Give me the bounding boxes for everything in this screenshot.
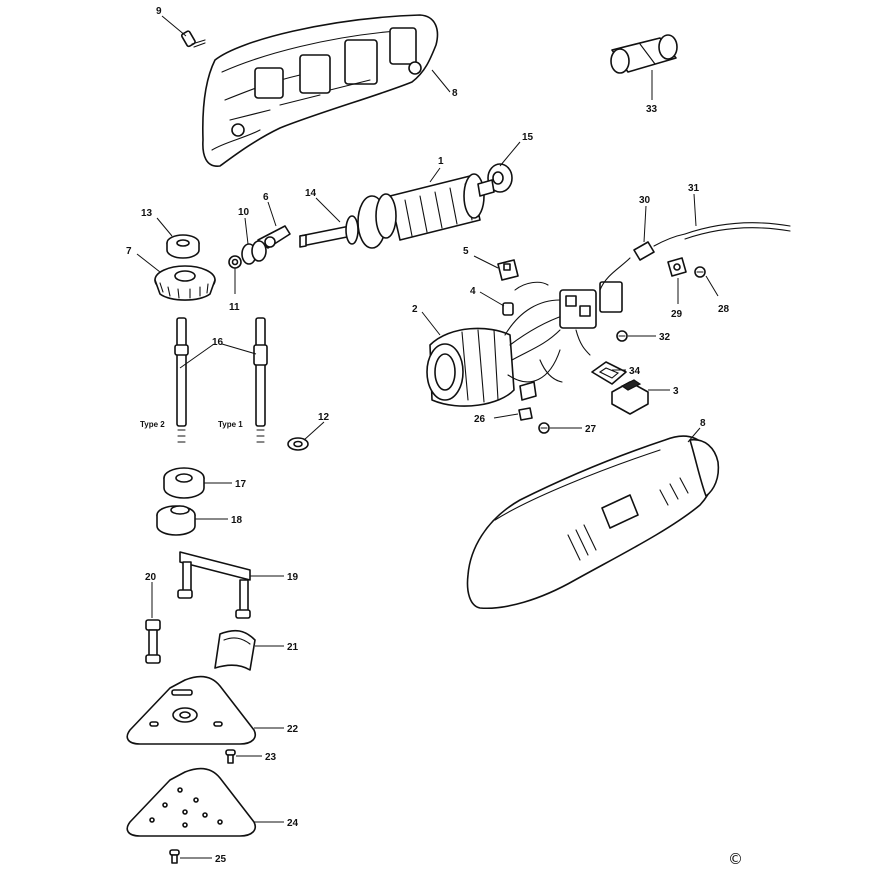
- part-22-pad: [126, 675, 256, 745]
- label-15: 15: [522, 132, 534, 143]
- part-29-clamp: [667, 257, 687, 277]
- part-21-holder: [214, 629, 256, 671]
- label-26: 26: [474, 414, 486, 425]
- label-20: 20: [145, 572, 157, 583]
- label-23: 23: [265, 752, 277, 763]
- copyright-mark: ©: [728, 850, 743, 868]
- label-10: 10: [238, 207, 250, 218]
- part-26-spring: [518, 381, 537, 421]
- part-1-armature: [357, 173, 495, 249]
- label-34: 34: [629, 366, 641, 377]
- label-33: 33: [646, 104, 658, 115]
- label-4: 4: [470, 286, 476, 297]
- label-22: 22: [287, 724, 299, 735]
- part-28-screw: [694, 266, 706, 278]
- part-24-sheet: [126, 767, 256, 837]
- label-9: 9: [156, 6, 162, 17]
- label-28: 28: [718, 304, 730, 315]
- part-8-tool-body: [466, 435, 720, 610]
- part-3-switch: [611, 379, 649, 415]
- part-34-frame: [591, 361, 627, 385]
- label-6: 6: [263, 192, 269, 203]
- part-labels: 9 8 33 1 15 14 6 10 13 7 11 16 Type 2 Ty…: [126, 6, 743, 868]
- label-8-upper: 8: [452, 88, 458, 99]
- part-27-screw: [538, 422, 550, 434]
- part-12-washer: [287, 437, 309, 451]
- part-13-bearing: [166, 234, 200, 259]
- leader-lines: [136, 15, 719, 859]
- part-10-pinion: [241, 240, 267, 265]
- label-29: 29: [671, 309, 683, 320]
- part-16-shaft-type1: [253, 317, 268, 443]
- label-8-lower: 8: [700, 418, 706, 429]
- part-30-strain-relief: [633, 233, 686, 261]
- label-32: 32: [659, 332, 671, 343]
- part-18-bushing: [156, 505, 196, 536]
- part-7-gear: [154, 265, 216, 301]
- part-17-bearing: [163, 467, 205, 499]
- part-19-yoke: [177, 551, 251, 619]
- part-32-screw: [616, 330, 628, 342]
- label-25: 25: [215, 854, 227, 865]
- part-2-stator: [426, 327, 515, 407]
- label-3: 3: [673, 386, 679, 397]
- part-14-shaft: [299, 215, 359, 248]
- label-13: 13: [141, 208, 153, 219]
- label-16: 16: [212, 337, 224, 348]
- label-7: 7: [126, 246, 132, 257]
- label-24: 24: [287, 818, 299, 829]
- label-21: 21: [287, 642, 299, 653]
- part-31-cord: [684, 222, 791, 240]
- label-17: 17: [235, 479, 247, 490]
- label-2: 2: [412, 304, 418, 315]
- part-4-brush: [502, 302, 514, 316]
- part-15-bearing: [487, 163, 513, 193]
- label-27: 27: [585, 424, 597, 435]
- part-8-housing-half: [202, 14, 439, 167]
- part-9-screw: [180, 30, 206, 48]
- part-25-screw: [169, 849, 180, 864]
- label-type-2: Type 2: [140, 420, 165, 429]
- part-33-sleeve: [610, 34, 678, 74]
- label-30: 30: [639, 195, 651, 206]
- label-12: 12: [318, 412, 330, 423]
- label-11: 11: [229, 302, 240, 313]
- part-5-brush-holder: [497, 259, 519, 281]
- label-19: 19: [287, 572, 299, 583]
- label-type-1: Type 1: [218, 420, 243, 429]
- wiring-assembly: [504, 257, 631, 383]
- part-16-shaft-type2: [174, 317, 189, 443]
- label-14: 14: [305, 188, 317, 199]
- label-5: 5: [463, 246, 469, 257]
- label-31: 31: [688, 183, 700, 194]
- label-1: 1: [438, 156, 444, 167]
- part-23-screw: [225, 749, 236, 764]
- part-11-nut: [228, 255, 242, 269]
- part-20-pin: [145, 619, 161, 664]
- label-18: 18: [231, 515, 243, 526]
